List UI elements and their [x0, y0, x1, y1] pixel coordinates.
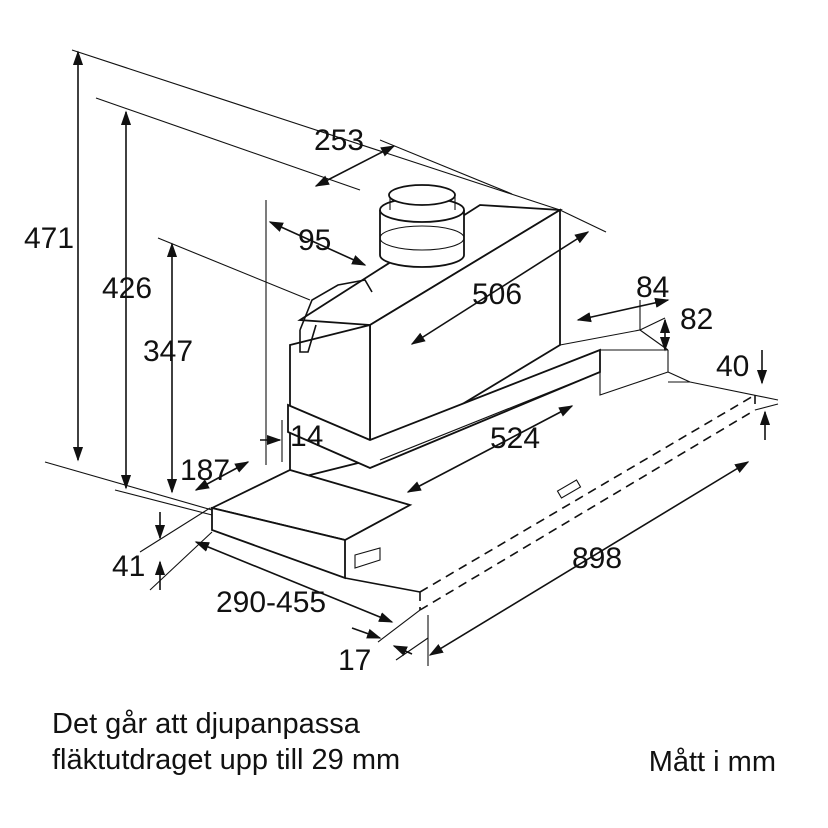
dim-40: 40	[689, 350, 779, 440]
dim-253: 253	[314, 124, 513, 195]
dim-label-40: 40	[716, 350, 749, 383]
dim-label-84: 84	[636, 271, 669, 304]
dim-label-14: 14	[290, 420, 323, 453]
dim-187: 187	[180, 454, 250, 491]
note-line-2: fläktutdraget upp till 29 mm	[52, 744, 401, 776]
dim-17: 17	[338, 609, 429, 677]
dim-label-524: 524	[490, 422, 540, 455]
dim-label-290-455: 290-455	[216, 586, 326, 619]
dim-898: 898	[427, 403, 779, 666]
dim-84: 84	[576, 271, 670, 330]
dim-347: 347	[143, 237, 311, 494]
duct-collar	[379, 184, 465, 268]
dim-label-41: 41	[112, 550, 145, 583]
unit-label: Mått i mm	[648, 746, 776, 778]
dim-label-426: 426	[102, 272, 152, 305]
dim-label-347: 347	[143, 335, 193, 368]
hood-dimension-drawing: 471 426 347 253 95 506 84 82	[24, 49, 779, 677]
dim-41: 41	[112, 507, 213, 591]
dim-label-898: 898	[572, 542, 622, 575]
dim-14: 14	[260, 420, 323, 462]
dim-82: 82	[659, 303, 713, 352]
light-slot	[556, 479, 582, 499]
dim-label-506: 506	[472, 278, 522, 311]
dim-label-95: 95	[298, 224, 331, 257]
dim-95: 95	[265, 200, 367, 465]
mounting-clamp	[299, 279, 373, 353]
depth-adjust-note: Det går att djupanpassa fläktutdraget up…	[52, 706, 400, 778]
dim-label-17: 17	[338, 644, 371, 677]
hood-body	[209, 184, 756, 611]
dim-label-187: 187	[180, 454, 230, 487]
dim-label-471: 471	[24, 222, 74, 255]
front-panel-outline	[419, 394, 756, 611]
dim-label-253: 253	[314, 124, 364, 157]
dim-290-455: 290-455	[194, 541, 394, 623]
dim-524: 524	[406, 405, 574, 493]
dim-471: 471	[24, 49, 561, 511]
drawer-handle	[354, 547, 381, 569]
note-line-1: Det går att djupanpassa	[52, 708, 360, 740]
dim-506: 506	[410, 209, 607, 345]
dim-label-82: 82	[680, 303, 713, 336]
